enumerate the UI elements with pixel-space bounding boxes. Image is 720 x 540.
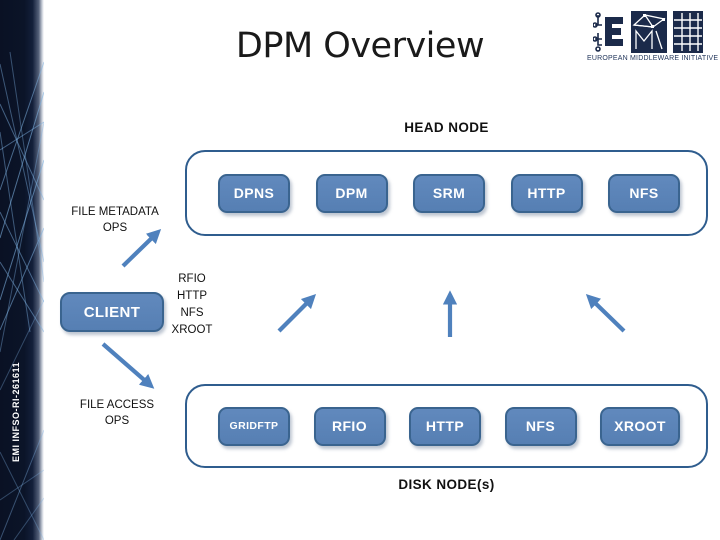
arrow-disk-to-head-left-icon [277,293,317,333]
service-button-http-disk: HTTP [409,406,481,446]
project-code-vertical-text: EMI INFSO-RI-261611 [11,361,21,462]
service-button-dpns: DPNS [218,173,290,213]
service-button-nfs-disk: NFS [504,406,577,446]
client-protocols-label: RFIO HTTP NFS XROOT [171,273,213,336]
slide-title: DPM Overview [235,26,485,66]
service-button-nfs-head: NFS [608,173,680,213]
service-button-srm: SRM [413,173,485,213]
file-access-ops-label: FILE ACCESS OPS [79,399,155,427]
head-node-container: DPNS DPM SRM HTTP NFS [185,150,708,236]
service-button-rfio-disk: RFIO [313,406,386,446]
network-web-pattern-graphic [0,51,44,540]
arrow-client-to-disk-icon [101,342,155,389]
service-button-dpm: DPM [315,173,388,213]
disk-node-label: DISK NODE(s) [398,477,495,492]
client-box: CLIENT [60,292,164,332]
disk-node-container: GRIDFTP RFIO HTTP NFS XROOT [185,384,708,468]
head-node-label: HEAD NODE [404,120,489,135]
service-button-xroot: XROOT [600,406,680,446]
arrow-client-to-head-icon [121,229,162,268]
emi-logo-caption: EUROPEAN MIDDLEWARE INITIATIVE [587,55,719,62]
emi-logo: EUROPEAN MIDDLEWARE INITIATIVE [587,11,719,62]
emi-logo-letter-m-icon [631,11,667,53]
arrow-disk-to-head-right-icon [585,294,626,333]
emi-logo-letter-e-icon [593,11,627,53]
service-button-http-head: HTTP [510,173,583,213]
sidebar: EMI INFSO-RI-261611 [0,0,44,540]
service-button-gridftp: GRIDFTP [218,406,290,446]
file-metadata-ops-label: FILE METADATA OPS [71,206,159,234]
emi-logo-letter-i-icon [673,11,703,53]
